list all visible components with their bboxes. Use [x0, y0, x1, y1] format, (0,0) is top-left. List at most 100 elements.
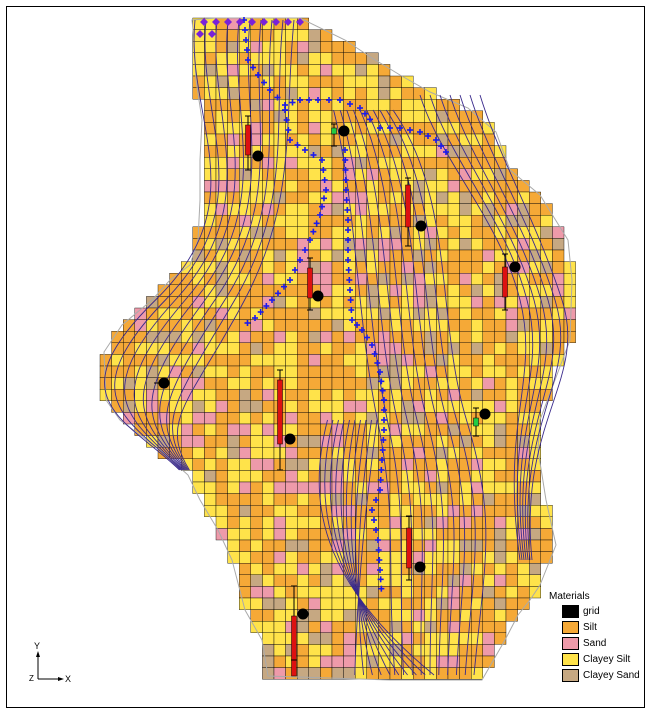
grid-cell	[552, 284, 565, 297]
grid-cell	[250, 447, 263, 460]
grid-cell	[227, 539, 240, 552]
drain-marker	[362, 110, 368, 117]
grid-cell	[297, 377, 310, 390]
contour-line	[359, 109, 434, 676]
grid-cell	[436, 191, 449, 204]
drain-marker	[377, 487, 383, 493]
observation-wells	[154, 115, 521, 677]
grid-cell	[424, 261, 437, 274]
grid-cell	[320, 574, 333, 587]
grid-cell	[285, 597, 298, 610]
grid-cell	[343, 296, 356, 309]
grid-cell	[378, 528, 391, 541]
grid-cell	[308, 203, 321, 216]
grid-cell	[308, 64, 321, 77]
grid-cell	[471, 238, 484, 251]
well-head-icon	[414, 561, 426, 573]
grid-cell	[505, 389, 518, 402]
grid-cell	[563, 261, 576, 274]
well-screen	[307, 267, 313, 299]
grid-cell	[320, 412, 333, 425]
grid-cell	[285, 226, 298, 239]
grid-cell	[482, 574, 495, 587]
grid-cell	[273, 493, 286, 506]
grid-cell	[482, 284, 495, 297]
well-screen	[406, 527, 412, 569]
grid-cell	[227, 365, 240, 378]
grid-cell	[215, 203, 228, 216]
grid-cell	[540, 528, 553, 541]
grid-cell	[552, 226, 565, 239]
grid-cell	[297, 644, 310, 657]
grid-cell	[285, 505, 298, 518]
grid-cell	[424, 586, 437, 599]
grid-cell	[273, 29, 286, 42]
grid-cell	[297, 180, 310, 193]
contour-line	[439, 94, 541, 561]
grid-cell	[308, 655, 321, 668]
grid-cell	[505, 214, 518, 227]
grid-cell	[471, 655, 484, 668]
grid-cell	[238, 447, 251, 460]
contour-line	[172, 19, 284, 471]
grid-cell	[331, 52, 344, 65]
specified-head-icon	[236, 18, 244, 26]
drain-marker	[346, 277, 353, 283]
grid-cell	[297, 203, 310, 216]
axis-z-label: Z	[29, 674, 34, 683]
grid-cell	[447, 412, 460, 425]
grid-cell	[250, 261, 263, 274]
grid-cell	[343, 52, 356, 65]
grid-cell	[471, 621, 484, 634]
grid-cell	[308, 493, 321, 506]
grid-cell	[413, 493, 426, 506]
grid-cell	[459, 655, 472, 668]
grid-cell	[320, 238, 333, 251]
drain-cells	[241, 17, 449, 592]
grid-cell	[285, 354, 298, 367]
grid-cell	[494, 516, 507, 529]
grid-cell	[494, 191, 507, 204]
grid-cell	[250, 423, 263, 436]
grid-cell	[482, 168, 495, 181]
grid-cell	[250, 203, 263, 216]
grid-cell	[285, 249, 298, 262]
drain-marker	[287, 277, 293, 283]
grid-cell	[494, 481, 507, 494]
grid-cell	[204, 110, 217, 123]
observation-well	[406, 515, 426, 581]
grid-cell	[204, 41, 217, 54]
grid-cell	[320, 52, 333, 65]
specified-head-icon	[296, 18, 304, 26]
grid-cell	[262, 354, 275, 367]
grid-cell	[366, 597, 379, 610]
grid-cell	[204, 377, 217, 390]
grid-cell	[285, 168, 298, 181]
grid-cell	[215, 400, 228, 413]
grid-cell	[517, 563, 530, 576]
drain-marker	[377, 567, 383, 573]
grid-cell	[436, 214, 449, 227]
grid-cell	[273, 145, 286, 158]
grid-cell	[529, 516, 542, 529]
grid-cell	[250, 365, 263, 378]
grid-cell	[273, 481, 286, 494]
grid-cell	[355, 52, 368, 65]
grid-cell	[273, 319, 286, 332]
drain-marker	[310, 152, 317, 158]
grid-cell	[366, 377, 379, 390]
grid-cell	[192, 447, 205, 460]
grid-cell	[447, 435, 460, 448]
grid-cell	[238, 168, 251, 181]
grid-cell	[436, 156, 449, 169]
grid-cell	[355, 238, 368, 251]
drain-marker	[354, 322, 360, 328]
drain-marker	[379, 387, 386, 394]
drain-marker	[371, 517, 377, 523]
grid-cell	[389, 168, 402, 181]
drain-marker	[345, 237, 351, 243]
grid-cell	[436, 273, 449, 286]
grid-cell	[297, 296, 310, 309]
grid-cell	[436, 249, 449, 262]
